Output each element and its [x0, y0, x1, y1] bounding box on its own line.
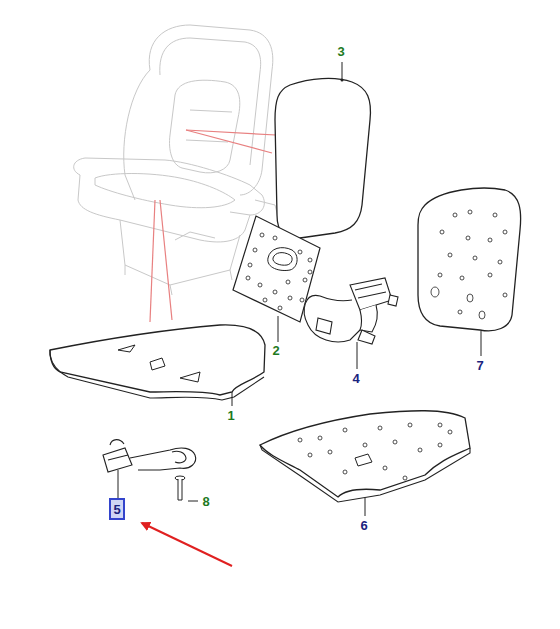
hole	[393, 440, 397, 444]
hole	[418, 448, 422, 452]
hole	[488, 238, 492, 242]
hole	[298, 438, 302, 442]
pointer-arrow	[142, 523, 232, 566]
hole	[308, 453, 312, 457]
hole	[308, 258, 312, 262]
hole	[438, 443, 442, 447]
hole	[253, 248, 257, 252]
hole	[448, 253, 452, 257]
base-mat	[260, 411, 470, 502]
hole	[246, 276, 250, 280]
callout-number: 1	[227, 409, 234, 423]
hole	[286, 280, 290, 284]
hole	[328, 450, 332, 454]
callout-number: 3	[337, 45, 344, 59]
hole	[273, 290, 277, 294]
hole	[383, 466, 387, 470]
hole	[278, 306, 282, 310]
callout-number: 4	[352, 372, 359, 386]
hole	[303, 278, 307, 282]
hole	[498, 260, 502, 264]
wiring-harness	[304, 278, 398, 344]
hole	[378, 426, 382, 430]
hole	[343, 470, 347, 474]
hole	[263, 298, 267, 302]
seat-back-mat	[418, 188, 521, 331]
hole	[431, 287, 439, 297]
hole	[308, 270, 312, 274]
hole	[479, 311, 485, 319]
hole	[288, 296, 292, 300]
callout-number: 7	[476, 359, 483, 373]
hole	[248, 263, 252, 267]
hole	[440, 230, 444, 234]
hole	[298, 250, 302, 254]
hole	[363, 443, 367, 447]
hole	[438, 423, 442, 427]
hole	[488, 273, 492, 277]
hole	[468, 210, 472, 214]
hole	[273, 236, 277, 240]
wiring-harness	[103, 440, 196, 472]
hole	[466, 236, 470, 240]
leader-line	[118, 62, 481, 516]
cushion-pad	[50, 325, 265, 400]
hole	[258, 283, 262, 287]
callout-number: 2	[272, 344, 279, 358]
hole	[448, 430, 452, 434]
hole	[503, 293, 507, 297]
hole	[458, 310, 462, 314]
callout-number: 5	[113, 502, 120, 517]
callout-number: 6	[360, 519, 367, 533]
hole	[467, 294, 473, 302]
hole	[408, 423, 412, 427]
screw	[175, 476, 185, 500]
hole	[260, 233, 264, 237]
highlighted-callout: 5	[109, 498, 124, 520]
callout-number: 8	[202, 495, 209, 509]
hole	[403, 476, 407, 480]
hole	[460, 276, 464, 280]
hole	[343, 428, 347, 432]
hole	[453, 213, 457, 217]
back-pad	[275, 78, 370, 238]
hole	[503, 230, 507, 234]
hole	[318, 436, 322, 440]
hole	[300, 298, 304, 302]
hole	[493, 213, 497, 217]
hole	[438, 273, 442, 277]
hole	[473, 256, 477, 260]
